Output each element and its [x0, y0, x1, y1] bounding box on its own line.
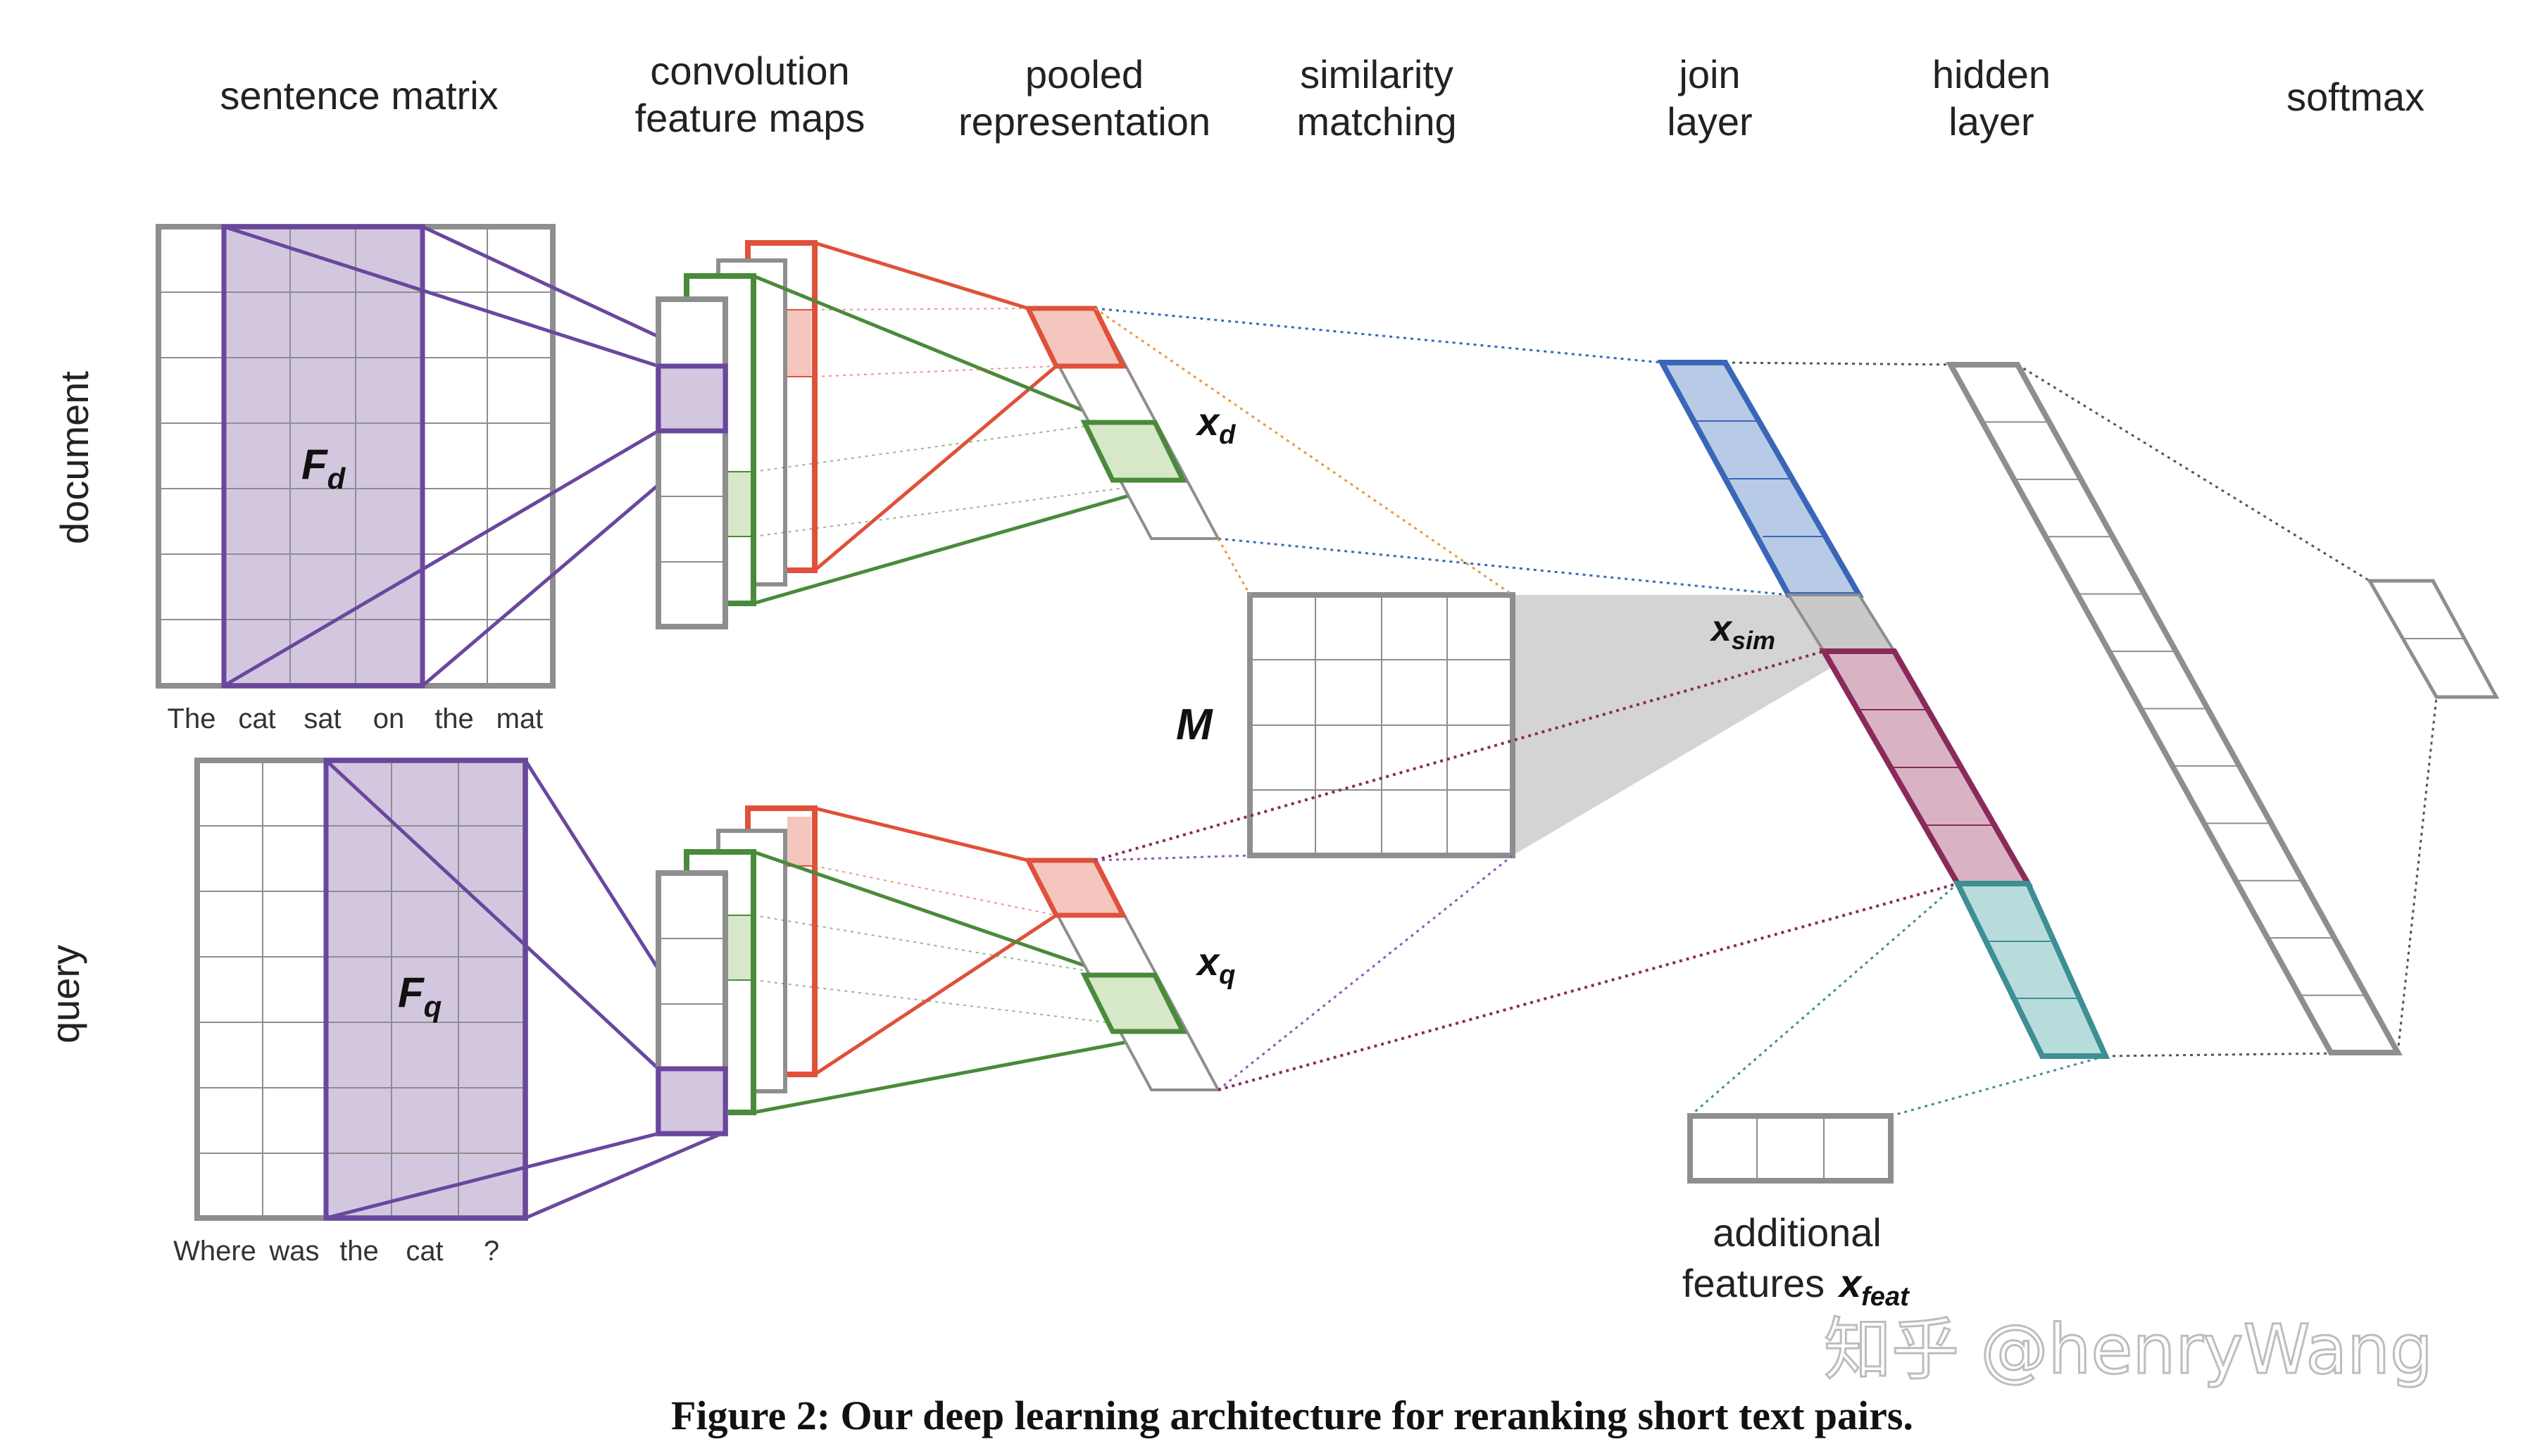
document-pooling-lines [753, 241, 1184, 605]
join-layer [1657, 360, 2110, 1059]
header-sentence-matrix: sentence matrix [220, 73, 498, 118]
symbol-fd: Fd [301, 441, 346, 495]
watermark: 知乎 @henryWang [1824, 1310, 2433, 1389]
header-pooled: pooled [1025, 52, 1144, 96]
dotted-connections [1094, 307, 2438, 1117]
additional-features-label: additional [1713, 1210, 1882, 1255]
query-word: ? [484, 1236, 499, 1267]
document-sentence-matrix [156, 224, 723, 689]
query-word: the [339, 1236, 379, 1267]
header-join-layer: layer [1667, 99, 1752, 144]
query-word: cat [406, 1236, 443, 1267]
label-document: document [52, 371, 96, 544]
similarity-projection-shade [1513, 595, 1859, 855]
query-pooled-vector [1024, 858, 1221, 1091]
symbol-xd: xd [1195, 399, 1236, 450]
additional-features-vector [1687, 1113, 1894, 1184]
symbol-xsim: xsim [1709, 608, 1775, 655]
header-similarity: similarity [1300, 52, 1453, 96]
header-softmax: softmax [2287, 75, 2425, 119]
figure-caption: Figure 2: Our deep learning architecture… [671, 1393, 1913, 1438]
header-hidden-layer: layer [1948, 99, 2034, 144]
query-word: Where [173, 1236, 256, 1267]
header-join: join [1677, 52, 1740, 96]
query-sentence-matrix [194, 758, 724, 1221]
doc-word: on [373, 703, 405, 734]
symbol-fq: Fq [398, 969, 442, 1023]
label-query: query [43, 945, 87, 1043]
doc-word: cat [238, 703, 275, 734]
symbol-xfeat: xfeat [1837, 1261, 1910, 1312]
query-feature-maps [656, 805, 818, 1136]
symbol-m: M [1176, 701, 1213, 749]
doc-word: mat [496, 703, 544, 734]
similarity-matrix-m [1247, 592, 1515, 858]
document-pooled-vector [1024, 306, 1221, 540]
symbol-xq: xq [1195, 939, 1235, 990]
header-representation: representation [958, 99, 1211, 144]
query-word: was [268, 1236, 319, 1267]
features-label: features [1682, 1261, 1825, 1305]
header-convolution: convolution [650, 49, 849, 93]
doc-word: the [434, 703, 474, 734]
doc-word: The [168, 703, 216, 734]
hidden-layer [1946, 362, 2403, 1055]
header-hidden: hidden [1932, 52, 2051, 96]
header-matching: matching [1296, 99, 1456, 144]
document-feature-maps [656, 240, 818, 629]
doc-word: sat [304, 703, 341, 734]
softmax-layer [2366, 579, 2500, 699]
header-feature-maps: feature maps [635, 96, 865, 140]
